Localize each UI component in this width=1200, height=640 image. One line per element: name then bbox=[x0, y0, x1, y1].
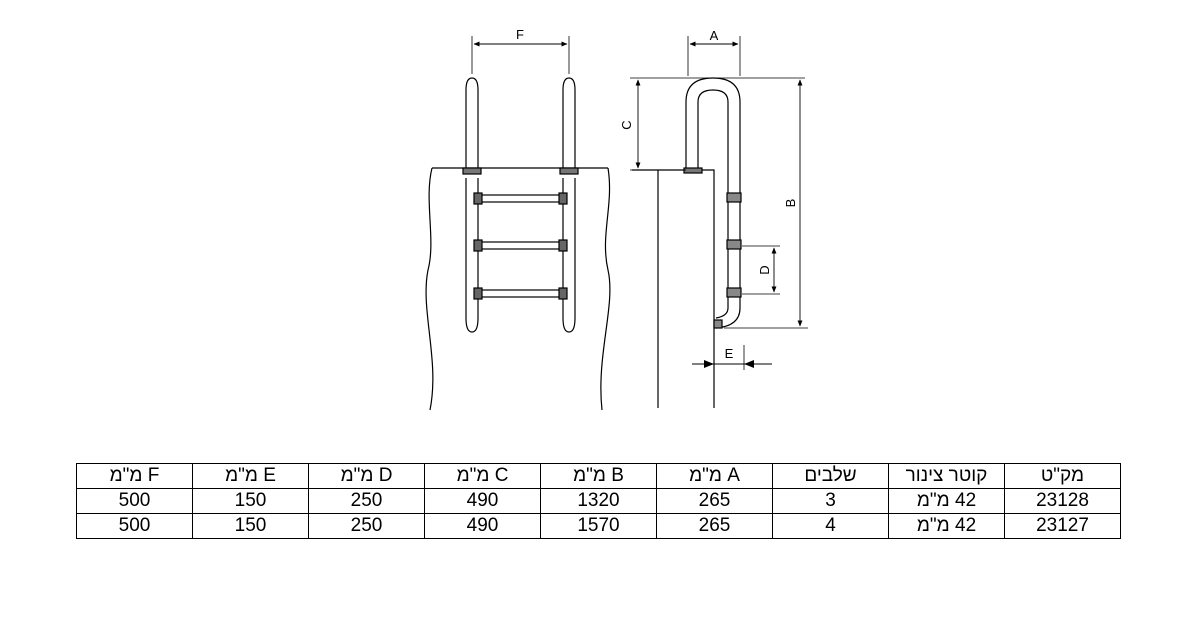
pool-wall-outline bbox=[425, 167, 611, 411]
ladder-technical-drawing: F A C B D E bbox=[425, 27, 808, 411]
front-view bbox=[425, 36, 611, 411]
label-e: E bbox=[725, 346, 734, 361]
cell-catalog-number: 23127 bbox=[1004, 513, 1121, 539]
header-a: A מ"מ bbox=[656, 463, 773, 489]
cell-b: 1570 bbox=[540, 513, 657, 539]
cell-a: 265 bbox=[656, 513, 773, 539]
cell-a: 265 bbox=[656, 488, 773, 514]
cell-e: 150 bbox=[192, 488, 309, 514]
u-handrail bbox=[685, 77, 741, 329]
cell-steps: 3 bbox=[772, 488, 889, 514]
label-b: B bbox=[783, 199, 798, 208]
label-a: A bbox=[710, 28, 719, 43]
cell-catalog-number: 23128 bbox=[1004, 488, 1121, 514]
side-view bbox=[630, 36, 808, 408]
cell-f: 500 bbox=[76, 513, 193, 539]
cell-steps: 4 bbox=[772, 513, 889, 539]
cell-pipe-diameter: 42 מ"מ bbox=[888, 513, 1005, 539]
steps bbox=[473, 192, 568, 300]
header-catalog-number: מק"ט bbox=[1004, 463, 1121, 489]
header-steps: שלבים bbox=[772, 463, 889, 489]
cell-c: 490 bbox=[424, 488, 541, 514]
cell-b: 1320 bbox=[540, 488, 657, 514]
specification-table: מק"ט קוטר צינור שלבים A מ"מ B מ"מ C מ"מ … bbox=[76, 463, 1121, 539]
cell-d: 250 bbox=[308, 488, 425, 514]
table-row: 23128 42 מ"מ 3 265 1320 490 250 150 500 bbox=[76, 488, 1121, 514]
header-pipe-diameter: קוטר צינור bbox=[888, 463, 1005, 489]
table-header-row: מק"ט קוטר צינור שלבים A מ"מ B מ"מ C מ"מ … bbox=[76, 463, 1121, 489]
header-e: E מ"מ bbox=[192, 463, 309, 489]
cell-f: 500 bbox=[76, 488, 193, 514]
cell-d: 250 bbox=[308, 513, 425, 539]
cell-e: 150 bbox=[192, 513, 309, 539]
cell-c: 490 bbox=[424, 513, 541, 539]
left-handrail bbox=[465, 77, 479, 170]
label-d: D bbox=[757, 265, 772, 274]
right-handrail bbox=[562, 77, 576, 170]
cell-pipe-diameter: 42 מ"מ bbox=[888, 488, 1005, 514]
label-f: F bbox=[516, 27, 524, 42]
header-f: F מ"מ bbox=[76, 463, 193, 489]
table-row: 23127 42 מ"מ 4 265 1570 490 250 150 500 bbox=[76, 513, 1121, 539]
label-c: C bbox=[619, 120, 634, 129]
header-d: D מ"מ bbox=[308, 463, 425, 489]
header-c: C מ"מ bbox=[424, 463, 541, 489]
header-b: B מ"מ bbox=[540, 463, 657, 489]
side-pool-wall bbox=[632, 169, 715, 408]
